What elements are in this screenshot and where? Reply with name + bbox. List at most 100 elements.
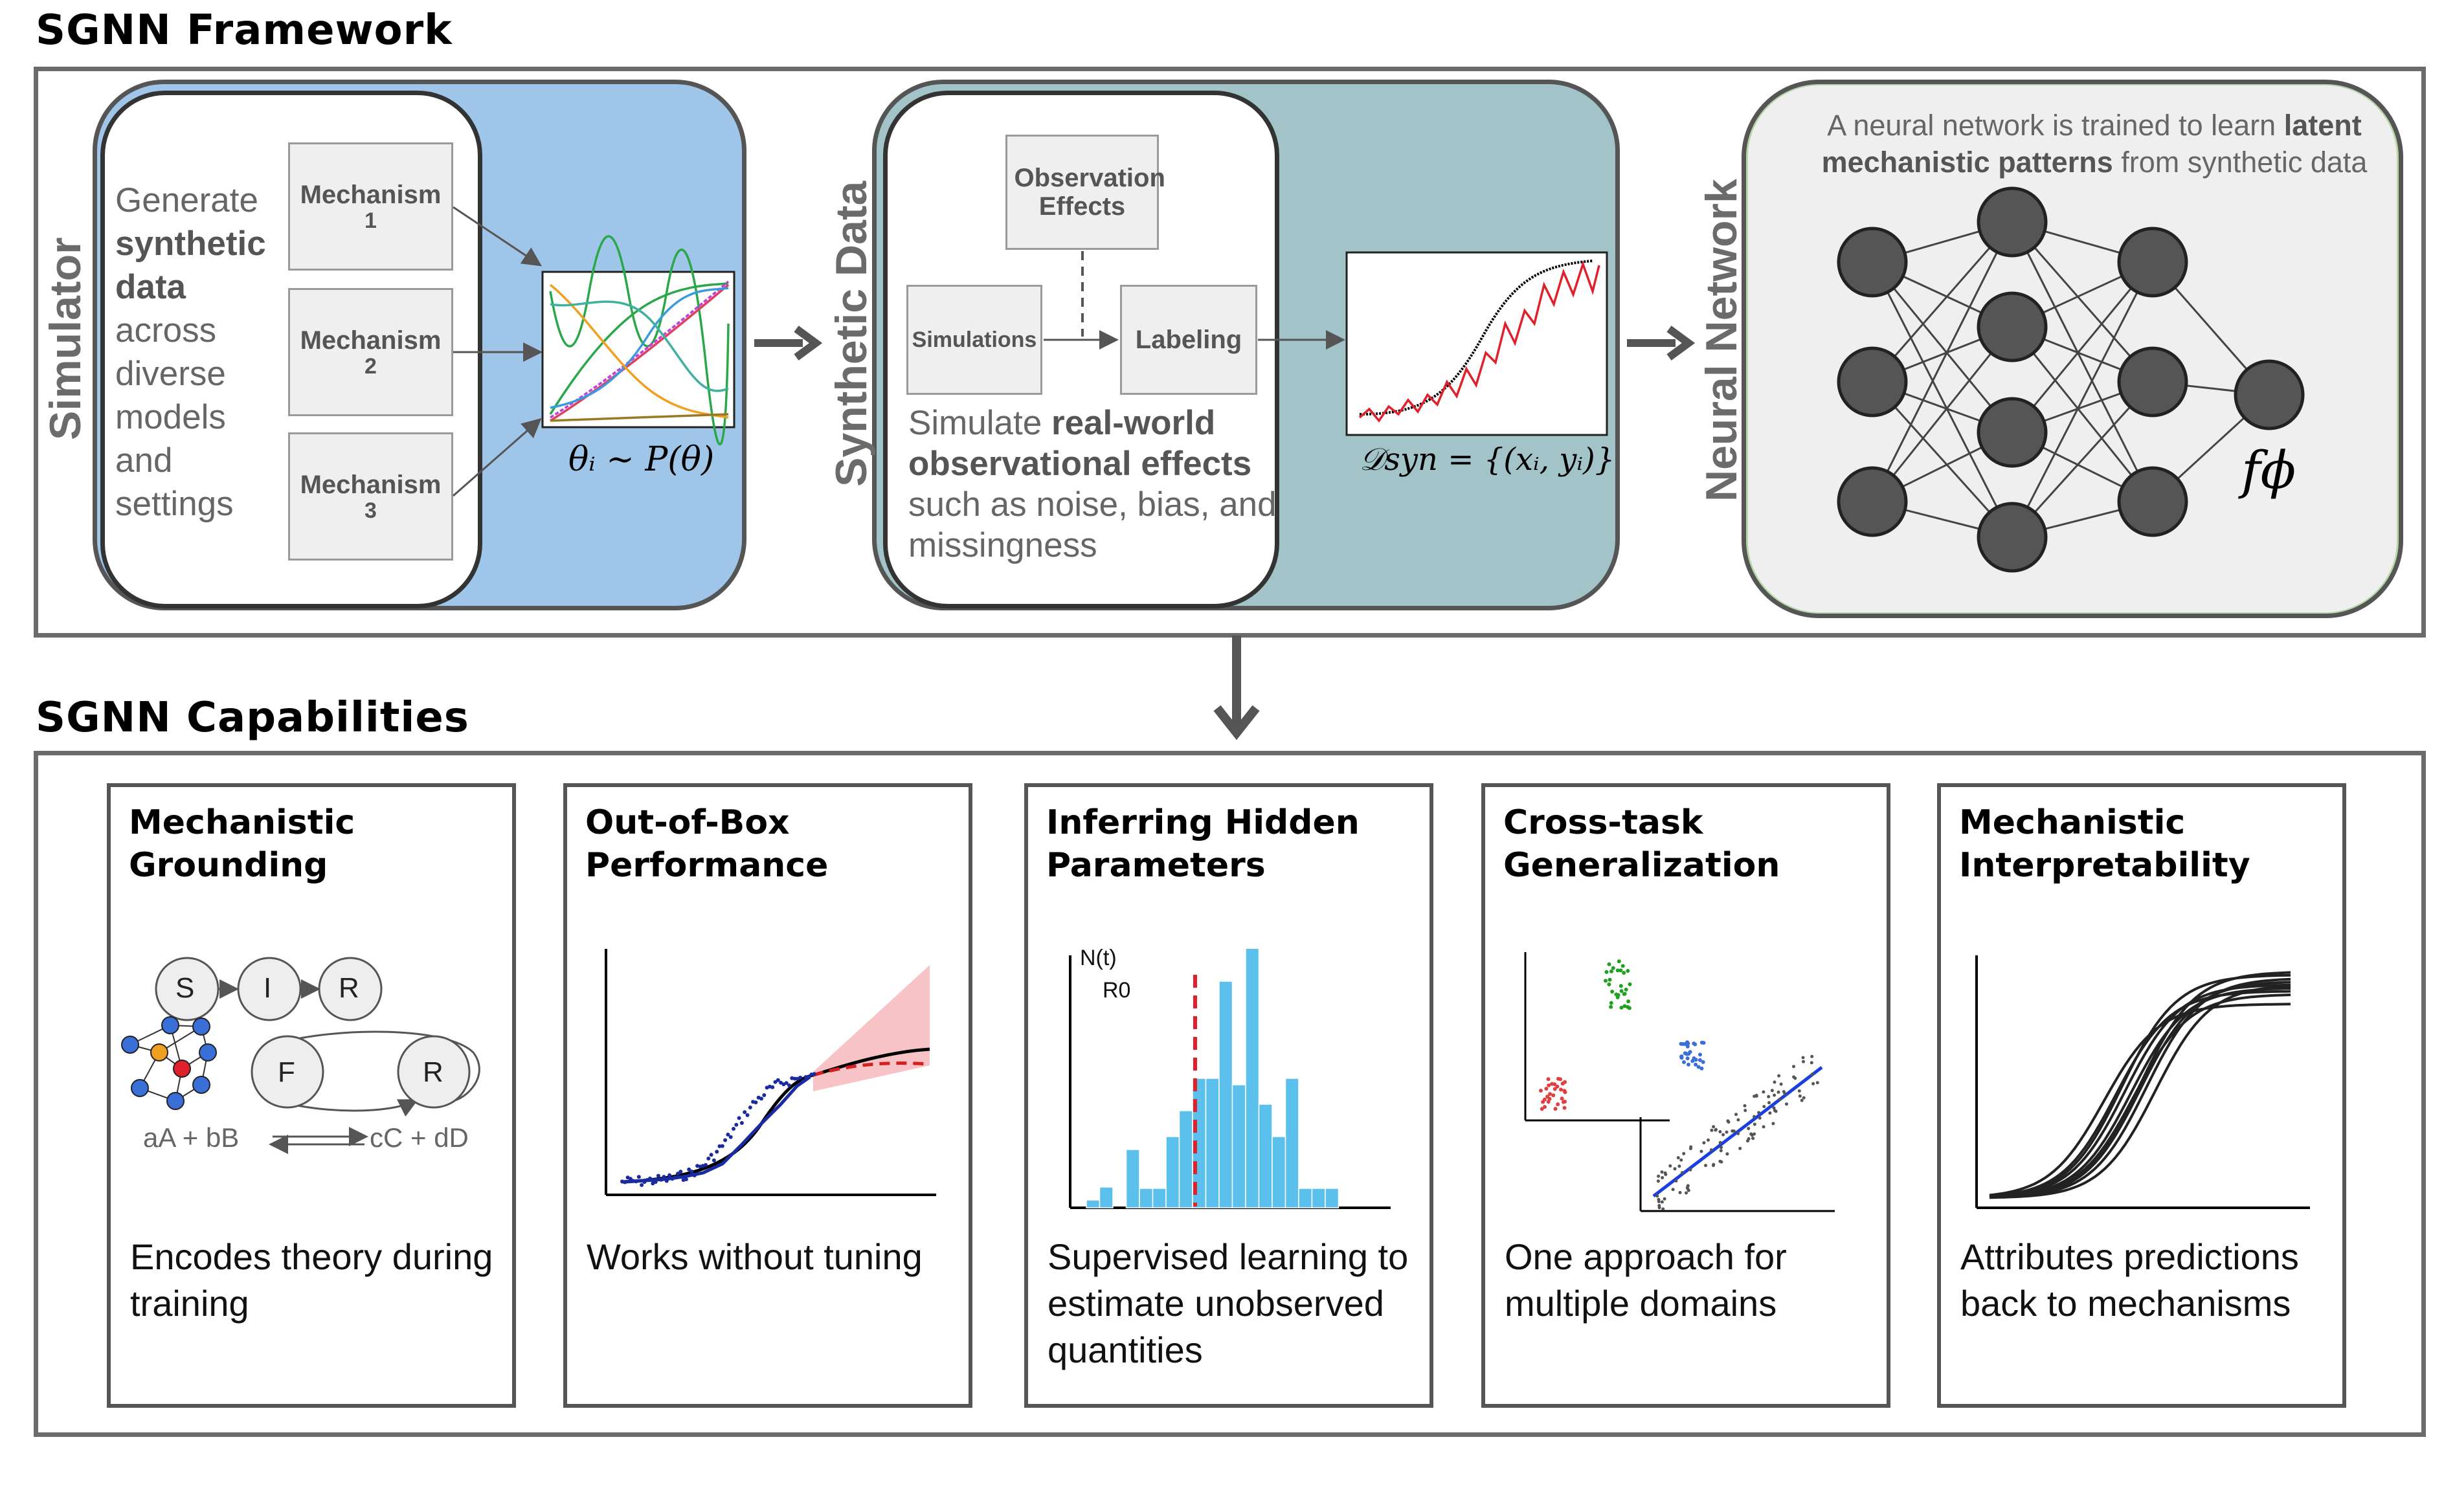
scatter-point [1609, 1001, 1613, 1005]
oob-point [676, 1172, 680, 1176]
scatter-point [1767, 1095, 1771, 1098]
scatter-point [1543, 1105, 1547, 1109]
mechanism-1-number: 1 [364, 208, 377, 233]
oob-point [734, 1122, 739, 1127]
oob-point [636, 1175, 641, 1179]
oob-point [689, 1170, 694, 1173]
nn-node [2117, 346, 2188, 417]
scatter-point [1792, 1065, 1795, 1069]
histogram-bar [1152, 1188, 1167, 1208]
oob-point [717, 1144, 722, 1148]
cross-task-scatter [1524, 952, 1835, 1212]
oob-point [659, 1177, 664, 1182]
scatter-point [1725, 1130, 1729, 1134]
oob-point [712, 1158, 716, 1162]
scatter-point [1685, 1040, 1690, 1045]
scatter-point [1553, 1082, 1557, 1087]
mechanism-2-number: 2 [364, 354, 377, 379]
mechanism-curve [1989, 987, 2291, 1199]
scatter-point [1611, 966, 1615, 970]
network-output-label: fϕ [2241, 440, 2296, 500]
histogram-bar [1311, 1188, 1326, 1208]
simulator-text-bold: synthetic data [115, 225, 266, 306]
scatter-point [1679, 1158, 1683, 1162]
scatter-point [1747, 1137, 1751, 1140]
scatter-point [1558, 1077, 1562, 1082]
oob-point [623, 1180, 627, 1184]
scatter-point [1743, 1104, 1747, 1107]
mechanism-curve [1989, 981, 2291, 1199]
oob-point [673, 1175, 677, 1180]
histogram-bar [1325, 1188, 1340, 1208]
scatter-point [1704, 1164, 1707, 1168]
mechanism-2-box: Mechanism 2 [288, 288, 453, 416]
synthetic-text-pre: Simulate [908, 404, 1042, 442]
scatter-point [1771, 1122, 1775, 1126]
sir-node-r: R [339, 972, 359, 1004]
histogram-bar [1218, 981, 1233, 1208]
scatter-point [1660, 1170, 1664, 1174]
scatter-point [1811, 1082, 1815, 1085]
scatter-point [1815, 1081, 1819, 1085]
capability-description: Supervised learning to estimate unobserv… [1048, 1236, 1409, 1370]
scatter-point [1778, 1097, 1782, 1101]
oob-point [684, 1177, 688, 1181]
interpretability-curves [1975, 955, 2310, 1209]
oob-point [678, 1170, 683, 1174]
scatter-point [1615, 968, 1620, 973]
scatter-point [1720, 1146, 1723, 1150]
scatter-point [1542, 1097, 1547, 1102]
capability-card-out-of-box: Out-of-Box Performance Works without tun… [563, 783, 972, 1408]
scatter-point [1718, 1140, 1722, 1144]
scatter-point [1556, 1102, 1560, 1107]
nn-edge [1871, 221, 2013, 383]
scatter-point [1785, 1102, 1788, 1106]
oob-point [773, 1080, 778, 1084]
capability-title: Mechanistic Grounding [129, 803, 355, 885]
legend-nt: N(t) [1080, 946, 1117, 970]
mechanism-2-label: Mechanism [300, 326, 442, 355]
synthetic-formula: 𝒟syn = {(xᵢ, yᵢ)} [1360, 441, 1615, 478]
scatter-point [1731, 1129, 1734, 1133]
scatter-point [1626, 1005, 1630, 1009]
scatter-point [1753, 1115, 1756, 1118]
labeling-label: Labeling [1135, 326, 1242, 354]
scatter-point [1655, 1194, 1659, 1198]
scatter-point [1747, 1127, 1751, 1130]
mechanism-curve [1989, 971, 2291, 1199]
scatter-point [1767, 1101, 1771, 1105]
framework-frame [34, 67, 2426, 638]
scatter-point [1685, 1191, 1688, 1195]
scatter-point [1779, 1082, 1783, 1086]
scatter-point [1677, 1164, 1681, 1168]
nn-node [1837, 466, 1908, 537]
scatter-point [1619, 968, 1623, 973]
scatter-point [1607, 962, 1611, 966]
synthetic-plot [1044, 251, 1608, 436]
mechanism-3-number: 3 [364, 498, 377, 523]
scatter-point [1547, 1083, 1551, 1087]
capability-title: Cross-task Generalization [1503, 803, 1780, 885]
scatter-point [1546, 1077, 1551, 1082]
oob-point [667, 1173, 672, 1177]
scatter-point [1687, 1062, 1690, 1067]
scatter-point [1622, 971, 1626, 975]
oob-point [653, 1180, 658, 1184]
scatter-point [1622, 1004, 1627, 1008]
histogram-bar [1205, 1078, 1220, 1208]
observation-effects-label: Observation Effects [1014, 164, 1165, 221]
oob-point [709, 1153, 713, 1157]
scatter-point [1562, 1106, 1567, 1110]
nn-node [2117, 227, 2188, 298]
synthetic-text-bold: real-world observational effects [908, 404, 1252, 483]
fr-node-r: R [423, 1056, 443, 1088]
histogram-bar [1165, 1136, 1180, 1208]
capability-description: Works without tuning [587, 1236, 923, 1277]
oob-point [792, 1076, 797, 1081]
scatter-point [1714, 1128, 1718, 1132]
scatter-point [1690, 1059, 1695, 1063]
scatter-point [1660, 1200, 1664, 1204]
nn-edge [2011, 221, 2154, 383]
histogram-bar [1099, 1186, 1114, 1208]
scatter-point [1676, 1156, 1680, 1160]
